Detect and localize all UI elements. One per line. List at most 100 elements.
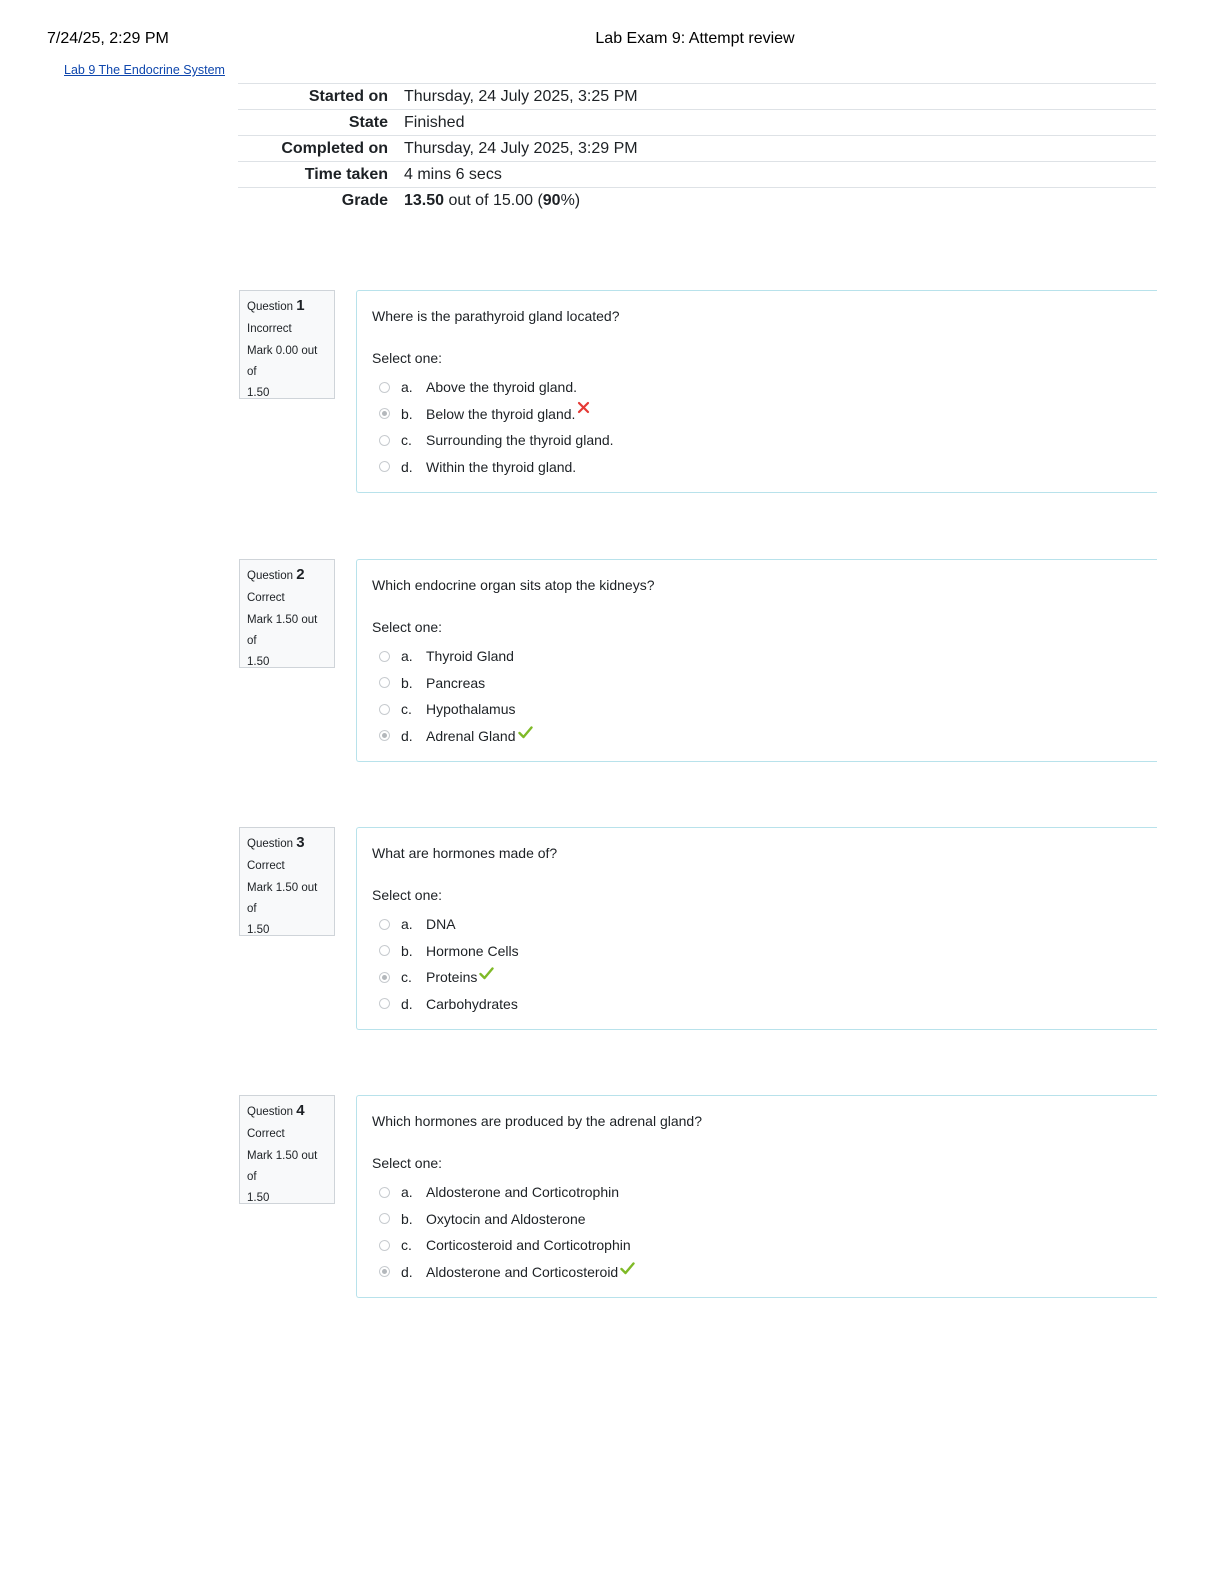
question-mark-max: 1.50 [247, 656, 270, 668]
answer-option[interactable]: d.Aldosterone and Corticosteroid [379, 1259, 635, 1286]
answer-letter: a. [401, 1184, 413, 1201]
answer-option[interactable]: c.Surrounding the thyroid gland. [379, 427, 614, 454]
answer-text: Within the thyroid gland. [426, 458, 577, 475]
radio-unselected[interactable] [379, 945, 390, 957]
answer-list: a. Above the thyroid gland. b. Below the th… [379, 374, 614, 480]
radio-unselected[interactable] [379, 677, 390, 689]
radio-unselected[interactable] [379, 434, 390, 446]
question-mark-max: 1.50 [247, 1192, 270, 1204]
question-number: 4 [296, 1102, 305, 1119]
check-icon [620, 1262, 635, 1278]
answer-option[interactable]: a.DNA [379, 911, 519, 938]
answer-option[interactable]: c. Proteins [379, 964, 519, 991]
answer-letter: b. [401, 405, 413, 422]
radio-selected[interactable] [379, 408, 390, 420]
answer-option[interactable]: b.Oxytocin and Aldosterone [379, 1206, 635, 1233]
question-number: 3 [296, 834, 305, 851]
radio-unselected[interactable] [379, 1213, 390, 1225]
grade-end: %) [560, 191, 581, 209]
answer-text: Pancreas [426, 674, 486, 691]
question-mark-max: 1.50 [247, 387, 270, 399]
answer-option[interactable]: d.Carbohydrates [379, 991, 519, 1018]
question-content: What are hormones made of?Select one:a.D… [356, 827, 1157, 1030]
answer-text: Surrounding the thyroid gland. [426, 432, 614, 449]
select-prompt: Select one: [372, 619, 443, 635]
radio-selected[interactable] [379, 971, 390, 983]
question-text: Which endocrine organ sits atop the kidn… [372, 577, 655, 593]
answer-text: Aldosterone and Corticosteroid [426, 1263, 619, 1280]
grade-score: 13.50 [404, 191, 445, 209]
radio-unselected[interactable] [379, 1239, 390, 1251]
answer-option[interactable]: b. Below the thyroid gland. [379, 401, 614, 428]
answer-text: DNA [426, 916, 456, 933]
question-content: Where is the parathyroid gland located? S… [356, 290, 1157, 493]
radio-unselected[interactable] [379, 461, 390, 473]
question-mark-max: 1.50 [247, 924, 270, 936]
answer-letter: a. [401, 379, 413, 396]
question-mark: Mark 1.50 out of 1.50 [247, 1146, 327, 1209]
summary-value: 4 mins 6 secs [404, 165, 502, 183]
breadcrumb: Lab 9 The Endocrine System [64, 63, 225, 77]
summary-label: Started on [308, 87, 388, 105]
answer-text: Aldosterone and Corticotrophin [426, 1184, 620, 1201]
print-date: 7/24/25, 2:29 PM [47, 30, 169, 47]
answer-option[interactable]: b. Pancreas [379, 670, 533, 697]
answer-option[interactable]: a.Thyroid Gland [379, 643, 533, 670]
select-prompt: Select one: [372, 887, 443, 903]
answer-option[interactable]: b.Hormone Cells [379, 938, 519, 965]
question-state: Incorrect [247, 322, 292, 335]
summary-label: State [348, 113, 388, 131]
summary-grade-value: 13.50 out of 15.00 (90%) [396, 188, 1156, 214]
summary-label: Grade [341, 191, 388, 209]
question-number: 1 [296, 297, 305, 314]
answer-text: Proteins [426, 969, 478, 986]
radio-selected[interactable] [379, 1266, 390, 1278]
question-number: 2 [296, 566, 305, 583]
answer-letter: b. [401, 1210, 413, 1227]
breadcrumb-course-link[interactable]: Lab 9 The Endocrine System [64, 63, 225, 77]
radio-selected[interactable] [379, 730, 390, 742]
answer-text: Below the thyroid gland. [426, 405, 576, 422]
question-text: Where is the parathyroid gland located? [372, 308, 620, 324]
answer-option[interactable]: a. Above the thyroid gland. [379, 374, 614, 401]
question-state: Correct [247, 591, 285, 604]
question-number-row: Question 3 [247, 835, 327, 851]
question-mark-line: Mark 1.50 out of [247, 1150, 318, 1183]
answer-option[interactable]: c.Hypothalamus [379, 696, 533, 723]
answer-letter: d. [401, 458, 413, 475]
radio-unselected[interactable] [379, 650, 390, 662]
answer-option[interactable]: c.Corticosteroid and Corticotrophin [379, 1232, 635, 1259]
question-label: Question [247, 1106, 294, 1118]
select-prompt: Select one: [372, 350, 443, 366]
question-number-row: Question 4 [247, 1103, 327, 1119]
grade-percent: 90 [542, 191, 561, 209]
answer-list: a. Aldosterone and Corticotrophin b.Oxytoc… [379, 1179, 635, 1285]
answer-text: Above the thyroid gland. [426, 379, 577, 396]
answer-letter: c. [401, 701, 412, 718]
attempt-summary: Started on Thursday, 24 July 2025, 3:25 … [238, 83, 1156, 213]
radio-unselected[interactable] [379, 998, 390, 1010]
summary-label: Completed on [281, 139, 388, 157]
question-mark-line: Mark 1.50 out of [247, 882, 318, 915]
question-state: Correct [247, 1127, 285, 1140]
grade-mid: out of 15.00 ( [444, 191, 543, 209]
answer-option[interactable]: d.Adrenal Gland [379, 723, 533, 750]
question-mark: Mark 1.50 out of 1.50 [247, 878, 327, 941]
answer-letter: c. [401, 969, 412, 986]
question-label: Question [247, 838, 294, 850]
summary-row-state: State Finished [238, 109, 1156, 136]
answer-option[interactable]: a. Aldosterone and Corticotrophin [379, 1179, 635, 1206]
answer-letter: d. [401, 727, 413, 744]
radio-unselected[interactable] [379, 918, 390, 930]
radio-unselected[interactable] [379, 381, 390, 393]
radio-unselected[interactable] [379, 1186, 390, 1198]
answer-letter: b. [401, 674, 413, 691]
radio-unselected[interactable] [379, 703, 390, 715]
question-number-row: Question 2 [247, 567, 327, 583]
answer-option[interactable]: d. Within the thyroid gland. [379, 454, 614, 481]
